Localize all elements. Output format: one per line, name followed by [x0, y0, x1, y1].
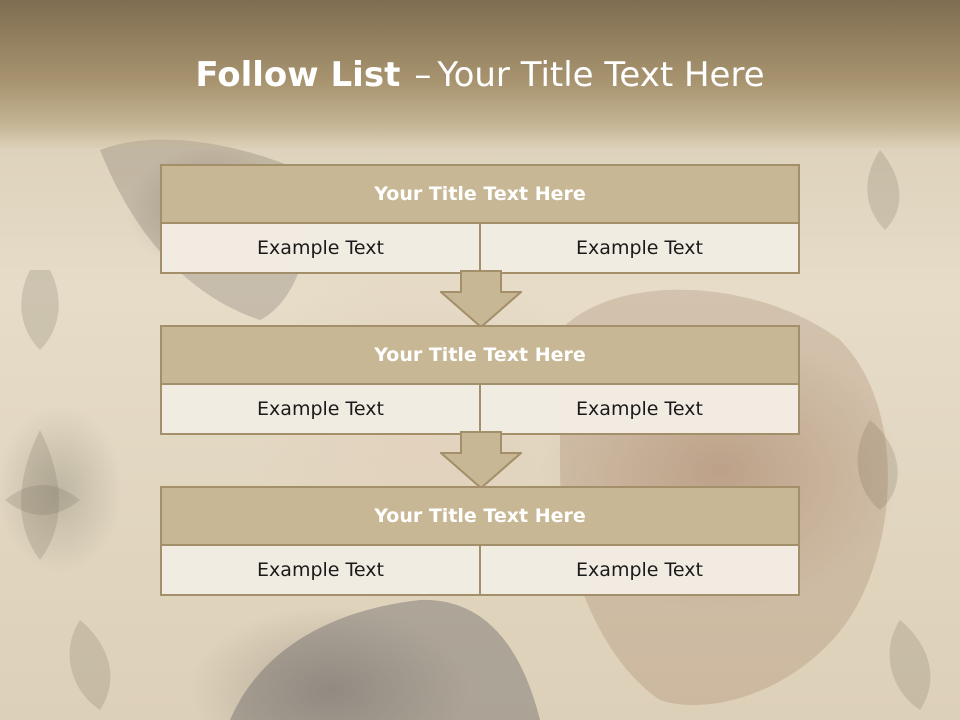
title-bold: Follow List	[195, 55, 401, 95]
block-cell-right: Example Text	[479, 546, 798, 594]
block-row: Example Text Example Text	[162, 385, 798, 433]
block-cell-right: Example Text	[479, 224, 798, 272]
block-title: Your Title Text Here	[162, 327, 798, 385]
block-title: Your Title Text Here	[162, 488, 798, 546]
block-cell-left: Example Text	[162, 224, 479, 272]
block-cell-left: Example Text	[162, 546, 479, 594]
down-arrow-icon	[440, 431, 522, 489]
header-band	[0, 0, 960, 150]
block-cell-right: Example Text	[479, 385, 798, 433]
block-title: Your Title Text Here	[162, 166, 798, 224]
block-cell-left: Example Text	[162, 385, 479, 433]
title-rest: Your Title Text Here	[437, 55, 765, 95]
list-block-2: Your Title Text Here Example Text Exampl…	[160, 325, 800, 435]
title-dash: –	[414, 55, 432, 95]
list-block-3: Your Title Text Here Example Text Exampl…	[160, 486, 800, 596]
list-block-1: Your Title Text Here Example Text Exampl…	[160, 164, 800, 274]
down-arrow-icon	[440, 270, 522, 328]
block-row: Example Text Example Text	[162, 224, 798, 272]
slide-title: Follow List–Your Title Text Here	[0, 55, 960, 95]
block-row: Example Text Example Text	[162, 546, 798, 594]
